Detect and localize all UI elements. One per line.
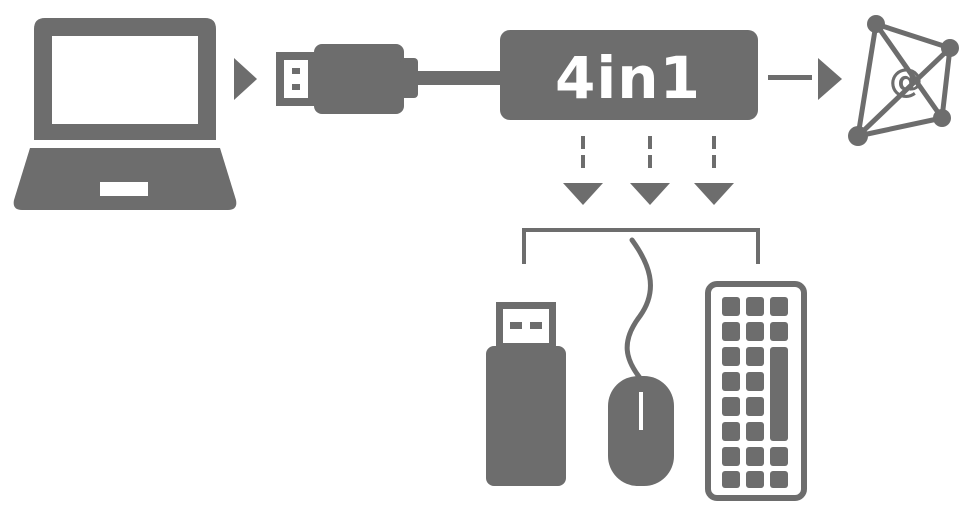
internet-network-icon: @	[848, 15, 959, 146]
usb-flash-drive-icon	[486, 302, 566, 486]
connector-line	[768, 75, 812, 80]
hub-label: 4in1	[555, 44, 701, 112]
mouse-icon	[608, 237, 674, 486]
usb-hub-icon: 4in1	[500, 30, 758, 120]
arrow-right-icon	[818, 58, 842, 100]
peripheral-bracket	[522, 228, 760, 264]
laptop-icon	[13, 18, 237, 210]
connector-dashed-2	[630, 136, 670, 205]
connector-dashed-1	[563, 136, 603, 205]
port-connectors	[563, 136, 734, 205]
usb-plug-icon	[276, 44, 504, 114]
keyboard-icon	[705, 281, 807, 501]
connector-dashed-3	[694, 136, 734, 205]
arrow-right-icon	[234, 58, 257, 100]
at-label: @	[889, 61, 923, 101]
